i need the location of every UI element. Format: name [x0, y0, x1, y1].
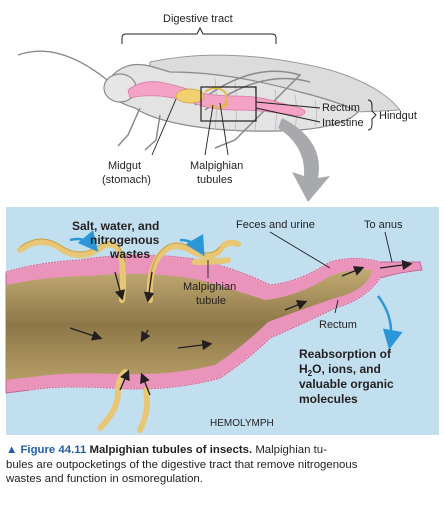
label-hindgut: Hindgut — [379, 110, 417, 122]
caption-title: Malpighian tubules of insects. — [89, 444, 253, 456]
label-malpighian-tubule-2: tubule — [196, 295, 226, 307]
label-to-anus: To anus — [364, 219, 403, 231]
label-reabsorption-4: molecules — [299, 392, 358, 406]
label-feces-urine: Feces and urine — [236, 219, 315, 231]
gut-cross-section — [5, 254, 423, 394]
label-hemolymph: HEMOLYMPH — [210, 418, 274, 429]
label-malpighian-tubule-1: Malpighian — [183, 281, 236, 293]
small-tubules — [204, 87, 229, 109]
label-rectum-bottom: Rectum — [319, 319, 357, 331]
antenna — [17, 50, 113, 85]
blue-arrows — [69, 230, 403, 350]
label-stomach: (stomach) — [102, 174, 151, 186]
midgut-shape — [175, 88, 205, 104]
figure-caption: ▲ Figure 44.11 Malpighian tubules of ins… — [6, 443, 438, 487]
zoom-arrow — [278, 118, 330, 202]
caption-marker: ▲ — [6, 444, 18, 456]
caption-line1: Malpighian tu- — [255, 444, 327, 456]
label-salt-3: wastes — [109, 247, 150, 261]
caption-line3: wastes and function in osmoregulation. — [6, 473, 203, 485]
digestive-tract-shape — [127, 81, 306, 117]
leader-lines — [151, 98, 321, 156]
label-malpighian: Malpighian — [190, 160, 243, 172]
hindgut-brace — [367, 99, 377, 131]
gut-lumen — [6, 269, 372, 380]
label-digestive-tract: Digestive tract — [163, 13, 233, 25]
label-reabsorption-2: H2O, ions, and — [299, 362, 381, 378]
label-salt-2: nitrogenous — [90, 233, 160, 247]
tubule-outlines — [19, 238, 221, 298]
grasshopper-illustration — [17, 26, 401, 156]
label-reabsorption-1: Reabsorption of — [299, 347, 392, 361]
label-intestine: Intestine — [322, 117, 364, 129]
caption-line2: bules are outpocketings of the digestive… — [6, 458, 358, 471]
label-tubules: tubules — [197, 174, 233, 186]
zoom-box — [200, 86, 257, 122]
label-midgut: Midgut — [108, 160, 141, 172]
label-rectum-top: Rectum — [322, 102, 360, 114]
flow-arrows — [69, 259, 413, 396]
label-salt-1: Salt, water, and — [72, 219, 159, 233]
caption-figure-number: Figure 44.11 — [20, 444, 87, 456]
digestive-tract-bracket — [121, 26, 277, 44]
label-reabsorption-3: valuable organic — [299, 377, 394, 391]
leader-lines-bottom — [207, 231, 393, 314]
